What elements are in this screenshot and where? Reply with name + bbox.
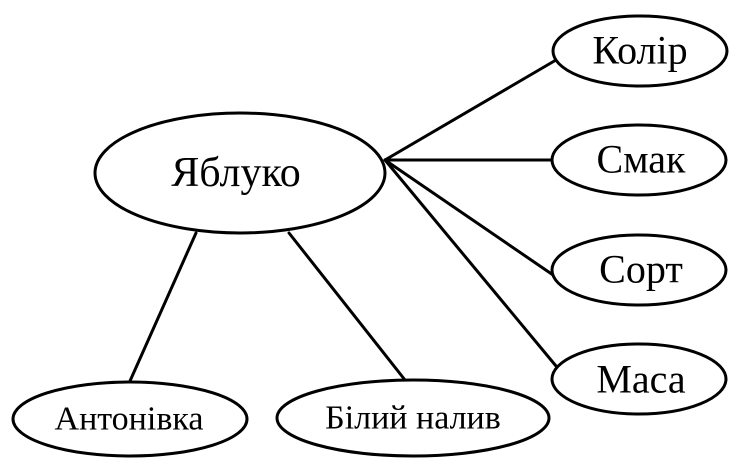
node-attr-color-label: Колір [592, 28, 687, 73]
node-attr-color-shape [551, 14, 729, 88]
node-root-label: Яблуко [171, 150, 301, 196]
edge-root-attr-color [383, 58, 558, 162]
node-attr-taste-label: Смак [597, 137, 686, 182]
node-attr-sort: Сорт [550, 233, 728, 307]
node-variety-antonivka-shape [11, 380, 249, 458]
node-variety-bilyi-nalyv-label: Білий налив [325, 400, 501, 437]
node-attr-sort-shape [550, 233, 728, 307]
edge-root-variety-bilyi-nalyv [287, 231, 407, 382]
node-attr-taste: Смак [550, 123, 728, 197]
node-attr-sort-label: Сорт [599, 247, 683, 292]
node-variety-antonivka: Антонівка [11, 380, 249, 458]
node-attr-mass-label: Маса [596, 357, 686, 402]
edge-root-attr-sort [383, 158, 558, 279]
edge-root-attr-mass [383, 158, 558, 368]
edge-root-variety-antonivka [128, 231, 198, 383]
node-attr-taste-shape [550, 123, 728, 197]
node-root: Яблуко [93, 111, 387, 235]
node-attr-mass: Маса [550, 342, 728, 416]
node-variety-antonivka-label: Антонівка [55, 401, 204, 438]
edges [128, 58, 558, 383]
node-root-shape [93, 111, 387, 235]
node-variety-bilyi-nalyv-shape [275, 378, 551, 458]
node-attr-color: Колір [551, 14, 729, 88]
node-attr-mass-shape [550, 342, 728, 416]
node-variety-bilyi-nalyv: Білий налив [275, 378, 551, 458]
